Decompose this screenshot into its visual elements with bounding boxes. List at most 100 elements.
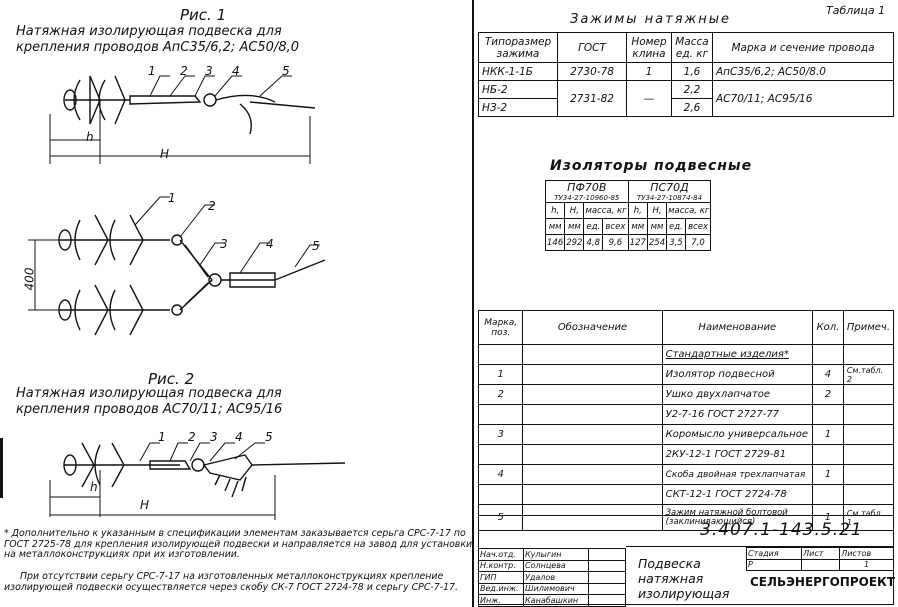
mid-callout-3: 3 [220, 237, 228, 251]
spec-name: Скоба двойная трехлапчатая [661, 464, 813, 485]
t2-unit: мм [564, 218, 585, 235]
spec-pos [477, 344, 524, 365]
sheets-value: 1 [839, 558, 894, 571]
table1-header-type: Типоразмер зажима [478, 32, 558, 63]
fig2-dim-H: H [140, 498, 150, 512]
table1-cell: 1 [626, 62, 672, 81]
spec-pos: 1 [477, 364, 524, 385]
table2: ПФ70В ТУ34-27-10960-85 ПС70Д ТУ34-27-108… [544, 180, 712, 251]
footnote-2: При отсутствии серьгу СРС-7-17 на изгото… [4, 571, 459, 593]
spec-name: Стандартные изделия* [661, 344, 813, 365]
spec-note [842, 484, 895, 505]
spec-pos: 4 [477, 464, 524, 485]
mid-callout-4: 4 [266, 237, 274, 251]
fig1-callout-2: 2 [180, 64, 188, 78]
t2-sub: H, [646, 202, 668, 219]
t2-val: 254 [646, 234, 668, 251]
stage-header: Стадия [745, 547, 803, 560]
mid-callout-1: 1 [168, 191, 176, 205]
t2-unit: мм [646, 218, 668, 235]
mid-dim-400: 400 [22, 267, 37, 291]
sheet-value [801, 558, 841, 571]
table-row: Нач.отд.Кулыгин [478, 548, 626, 561]
frame-left-edge [0, 438, 3, 498]
table1-cell: НБ-2 [478, 80, 558, 99]
table2-col2-spec: ТУ34-27-10874-84 [636, 194, 703, 202]
fig2-drawing [49, 442, 346, 520]
fig2-callout-1: 1 [158, 430, 166, 444]
spec-designation [522, 444, 663, 465]
fig1-caption-line1: Натяжная изолирующая подвеска для [16, 24, 282, 39]
table-row: НКК-1-1Б 2730-78 1 1,6 АпС35/6,2; АС50/8… [478, 62, 894, 81]
spec-designation [522, 484, 663, 505]
sign-name: Кулыгин [523, 548, 589, 561]
table1-cell: 2,2 [671, 80, 713, 99]
table1-header-wedge: Номер клина [626, 32, 672, 63]
table2-col1-spec: ТУ34-27-10960-85 [554, 194, 620, 202]
spec-designation [522, 464, 663, 485]
sheet-header: Лист [801, 547, 841, 560]
spec-table: Марка, поз. Обозначение Наименование Кол… [477, 310, 895, 531]
table-row: НЗ-2 2,6 [478, 98, 894, 117]
t2-val: 9,6 [602, 234, 629, 251]
spec-note [842, 404, 895, 425]
table1-cell: 2730-78 [557, 62, 627, 81]
table-row: Вед.инж.Шилимович [478, 582, 626, 595]
table-row: Инж.Канабашкин [478, 594, 626, 607]
sign-name: Канабашкин [523, 594, 589, 607]
spec-name: СКТ-12-1 ГОСТ 2724-78 [661, 484, 813, 505]
table-row: Н.контр.Солнцева [478, 559, 626, 572]
t2-val: 146 [544, 234, 566, 251]
spec-name: Изолятор подвесной [661, 364, 813, 385]
title-code-box [626, 515, 894, 547]
table1-cell: НКК-1-1Б [478, 62, 558, 81]
spec-note [842, 344, 895, 365]
table-row: 2КУ-12-1 ГОСТ 2729-81 [477, 444, 895, 465]
table2-col2-name: ПС70Д ТУ34-27-10874-84 [627, 180, 712, 203]
t2-unit: ед. [666, 218, 686, 235]
table2-col1-name: ПФ70В ТУ34-27-10960-85 [545, 180, 629, 203]
frame-divider [472, 0, 474, 607]
t2-sub: масса, кг [583, 202, 629, 219]
sign-signature [588, 582, 626, 595]
table-row: 146 292 4,8 9,6 127 254 3,5 7,0 [544, 234, 712, 251]
sign-name: Удалов [523, 571, 589, 584]
spec-pos: 2 [477, 384, 524, 405]
table-row: Стандартные изделия* [477, 344, 895, 365]
document-title-line1: Подвеска [638, 556, 701, 571]
spec-pos [477, 404, 524, 425]
spec-pos: 5 [477, 504, 524, 531]
drawing-code: 3.407.1-143.5.21 [700, 520, 863, 540]
fig2-title: Рис. 2 [148, 370, 195, 388]
fig2-callout-3: 3 [210, 430, 218, 444]
spec-designation [522, 504, 663, 531]
table1-header-gost: ГОСТ [557, 32, 627, 63]
spec-qty [811, 484, 844, 505]
table1-cell: — [626, 80, 672, 117]
spec-note: См.табл. 2 [842, 364, 895, 385]
mid-callout-2: 2 [208, 199, 216, 213]
t2-unit: мм [544, 218, 566, 235]
table2-title: Изоляторы подвесные [550, 158, 753, 174]
table1-cell: 2,6 [671, 98, 713, 117]
spec-header-note: Примеч. [842, 310, 895, 345]
sign-role: Вед.инж. [478, 582, 524, 595]
table-row: У2-7-16 ГОСТ 2727-77 [477, 404, 895, 425]
table1-cell: НЗ-2 [478, 98, 558, 117]
sign-role: Инж. [478, 594, 524, 607]
table1-cell: АС70/11; АС95/16 [712, 80, 894, 117]
spec-pos: 3 [477, 424, 524, 445]
table-row: НБ-2 2731-82 — 2,2 АС70/11; АС95/16 [478, 80, 894, 117]
spec-note [842, 384, 895, 405]
table-row: СКТ-12-1 ГОСТ 2724-78 [477, 484, 895, 505]
fig1-callout-4: 4 [232, 64, 240, 78]
sign-signature [588, 548, 626, 561]
spec-designation [522, 424, 663, 445]
t2-sub: h, [627, 202, 648, 219]
fig1-callout-1: 1 [148, 64, 156, 78]
t2-unit: ед. [583, 218, 604, 235]
spec-qty [811, 344, 844, 365]
document-title-line3: изолирующая [638, 586, 730, 601]
